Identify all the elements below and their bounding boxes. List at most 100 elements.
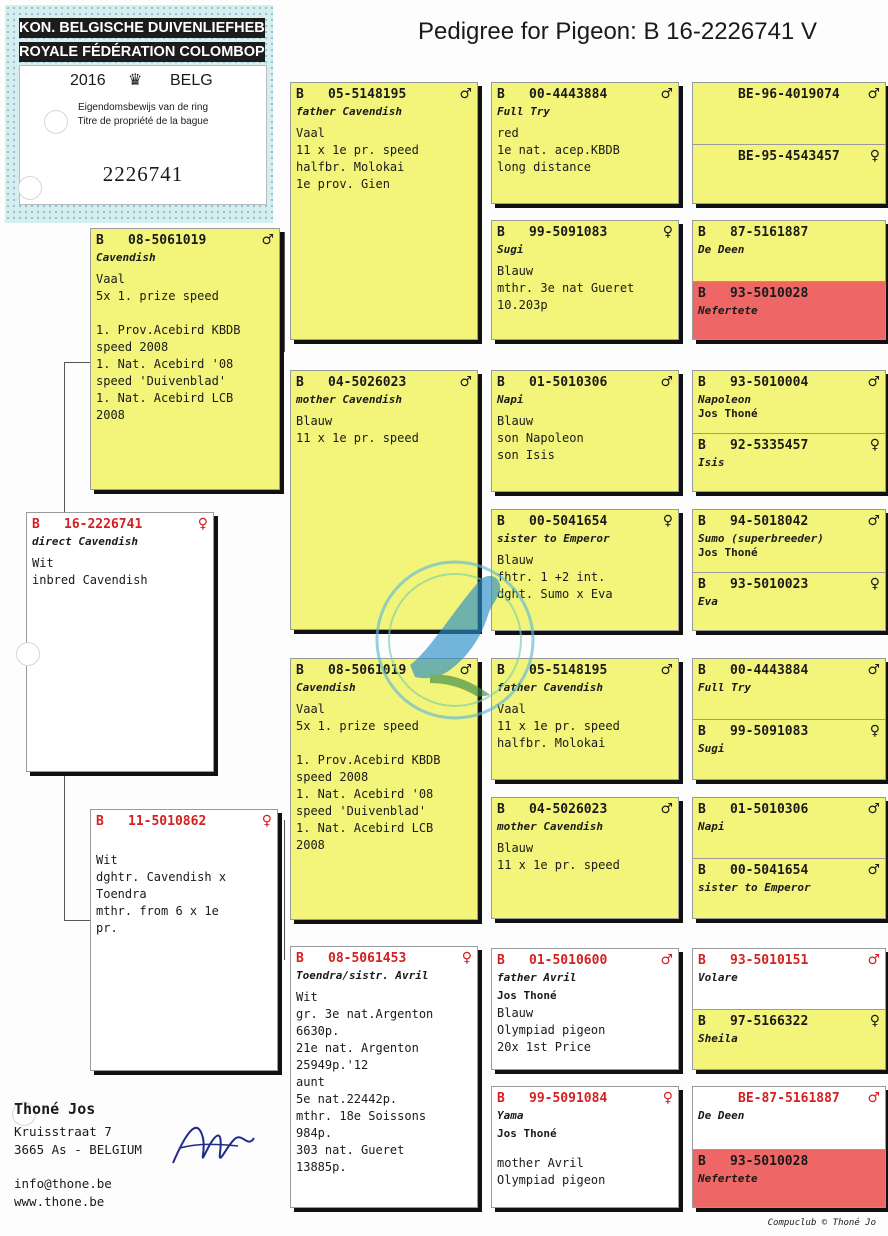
country-code: B <box>698 513 706 529</box>
stamp-year: 2016 <box>70 72 106 89</box>
country-code: B <box>497 374 505 390</box>
pigeon-name: Sugi <box>698 742 725 755</box>
country-code: B <box>698 1013 706 1029</box>
pigeon-info: Blauw 11 x 1e pr. speed <box>497 841 620 872</box>
male-icon: ♂ <box>459 373 472 390</box>
ring-number: 11-5010862 <box>128 813 207 829</box>
stamp-label-fr: Titre de propriété de la bague <box>77 116 209 127</box>
country-code: B <box>698 723 706 739</box>
ring-number: 01-5010306 <box>529 374 608 390</box>
male-icon: ♂ <box>867 85 880 102</box>
country-code: B <box>32 516 40 532</box>
ring-number: BE-87-5161887 <box>738 1090 840 1106</box>
punch-hole <box>12 1102 36 1126</box>
pigeon-name: Cavendish <box>96 251 156 264</box>
ring-number: BE-95-4543457 <box>738 148 840 164</box>
country-code: B <box>296 950 304 966</box>
owner-name: Thoné Jos <box>14 1100 96 1118</box>
pigeon-name: mother Cavendish <box>497 820 603 833</box>
pigeon-info: Vaal 5x 1. prize speed 1. Prov.Acebird K… <box>96 272 241 422</box>
country-code: B <box>698 662 706 678</box>
country-code: B <box>296 86 304 102</box>
country-code: B <box>698 224 706 240</box>
software-credit: Compuclub © Thoné Jo <box>767 1218 876 1228</box>
punch-hole <box>44 110 68 134</box>
ring-number: 05-5148195 <box>328 86 407 102</box>
ring-number: 99-5091083 <box>529 224 608 240</box>
ring-number: 99-5091083 <box>730 723 809 739</box>
pigeon-name: Isis <box>698 456 725 469</box>
male-icon: ♂ <box>660 800 673 817</box>
breeder-name: Jos Thoné <box>497 989 557 1002</box>
pigeon-card-g5-1[interactable]: BE-96-4019074♂ BE-95-4543457♀ <box>692 82 886 204</box>
ring-number: 97-5166322 <box>730 1013 809 1029</box>
ring-number: 01-5010600 <box>529 952 608 968</box>
owner-website[interactable]: www.thone.be <box>14 1194 105 1209</box>
punch-hole <box>16 642 40 666</box>
country-code: B <box>698 801 706 817</box>
crown-icon: ♛ <box>128 72 143 89</box>
pigeon-name <box>96 830 272 848</box>
pigeon-logo-watermark <box>375 560 535 720</box>
country-code: B <box>96 232 104 248</box>
male-icon: ♂ <box>459 661 472 678</box>
male-icon: ♂ <box>867 800 880 817</box>
pigeon-info: Blauw Olympiad pigeon 20x 1st Price <box>497 1006 606 1054</box>
ring-number: 93-5010023 <box>730 576 809 592</box>
connector <box>64 770 65 920</box>
ring-number: 87-5161887 <box>730 224 809 240</box>
female-icon: ♀ <box>869 722 880 739</box>
country-code: B <box>497 952 505 968</box>
ring-number: 00-5041654 <box>529 513 608 529</box>
country-code: B <box>497 513 505 529</box>
pigeon-card-dsd[interactable]: B 04-5026023 ♂ mother Cavendish Blauw 11 x… <box>491 797 679 919</box>
female-icon: ♀ <box>662 512 673 529</box>
male-icon: ♂ <box>867 1089 880 1106</box>
pigeon-name: Toendra/sistr. Avril <box>296 969 429 982</box>
female-icon: ♀ <box>261 812 272 829</box>
ring-number: 93-5010028 <box>730 1153 809 1169</box>
country-code: B <box>698 285 706 301</box>
stamp-label-nl: Eigendomsbewijs van de ring <box>77 102 209 113</box>
country-code: B <box>497 801 505 817</box>
pigeon-info: Wit dghtr. Cavendish x Toendra mthr. fro… <box>96 853 227 935</box>
pigeon-name: Volare <box>698 971 738 984</box>
punch-hole <box>18 176 42 200</box>
owner-email[interactable]: info@thone.be <box>14 1176 112 1191</box>
pigeon-name: Napi <box>698 820 725 833</box>
owner-street: Kruisstraat 7 <box>14 1124 112 1139</box>
signature <box>172 1126 255 1164</box>
male-icon: ♂ <box>660 85 673 102</box>
pigeon-name: mother Cavendish <box>296 393 402 406</box>
male-icon: ♂ <box>660 373 673 390</box>
pigeon-info: Wit inbred Cavendish <box>32 556 148 587</box>
pigeon-name: Napi <box>497 393 524 406</box>
ring-number: 04-5026023 <box>529 801 608 817</box>
pigeon-info: Blauw fhtr. 1 +2 int. dght. Sumo x Eva <box>497 553 613 601</box>
ring-number: 16-2226741 <box>64 516 143 532</box>
country-code: B <box>497 662 505 678</box>
male-icon: ♂ <box>867 512 880 529</box>
breeder-name: Jos Thoné <box>497 1127 557 1140</box>
